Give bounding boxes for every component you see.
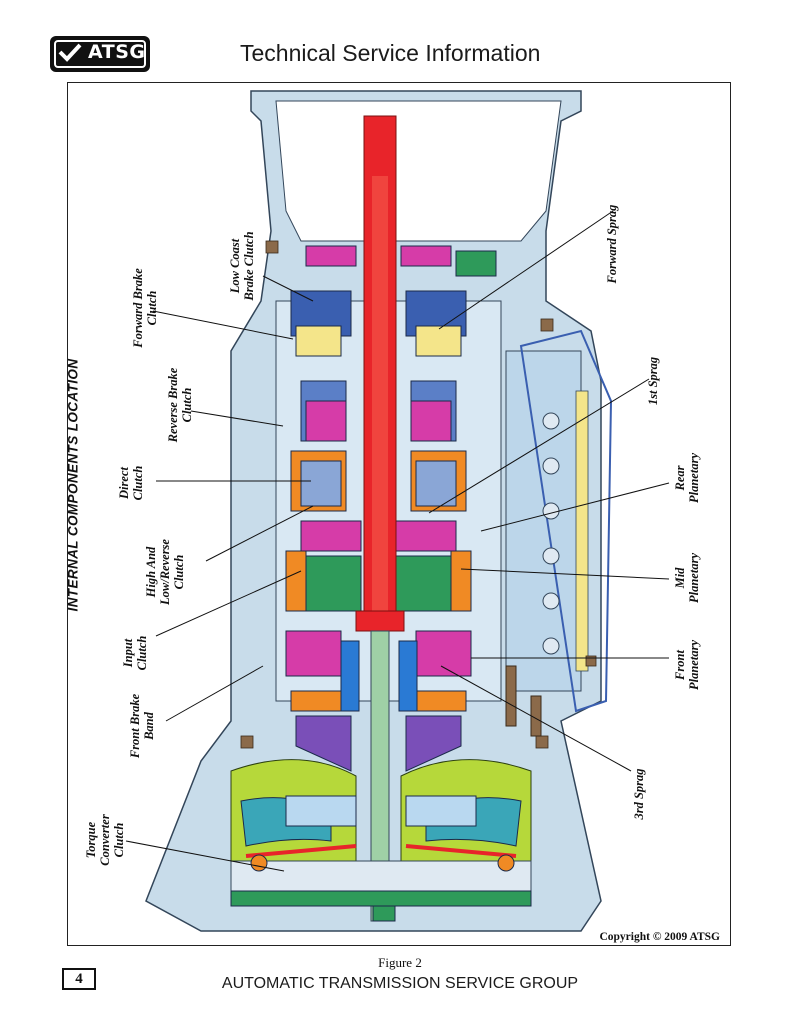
footer-text: AUTOMATIC TRANSMISSION SERVICE GROUP — [221, 975, 579, 992]
figure-frame: INTERNAL COMPONENTS LOCATION Low Coast B… — [65, 82, 731, 946]
checkmark-icon — [58, 43, 82, 62]
label-torque-converter-clutch: Torque Converter Clutch — [84, 814, 126, 866]
label-mid-planetary: Mid Planetary — [673, 553, 701, 603]
label-first-sprag: 1st Sprag — [646, 356, 660, 406]
figure-caption: Figure 2 — [378, 955, 422, 970]
label-third-sprag: 3rd Sprag — [632, 768, 646, 820]
logo-text: ATSG — [88, 41, 146, 63]
label-front-planetary: Front Planetary — [673, 640, 701, 690]
label-direct-clutch: Direct Clutch — [117, 465, 145, 501]
label-rear-planetary: Rear Planetary — [673, 453, 701, 503]
label-low-coast-brake-clutch: Low Coast Brake Clutch — [228, 231, 256, 301]
internal-components-title: INTERNAL COMPONENTS LOCATION — [65, 358, 81, 612]
label-front-brake-band: Front Brake Band — [128, 693, 156, 759]
label-input-clutch: Input Clutch — [121, 635, 149, 671]
page-number: 4 — [62, 968, 96, 990]
label-reverse-brake-clutch: Reverse Brake Clutch — [166, 367, 194, 443]
label-forward-brake-clutch: Forward Brake Clutch — [131, 268, 159, 348]
label-high-low-reverse-clutch: High And Low/Reverse Clutch — [144, 539, 186, 605]
copyright-notice: Copyright © 2009 ATSG — [599, 931, 720, 943]
atsg-logo: ATSG — [50, 36, 150, 72]
page-title: Technical Service Information — [240, 40, 541, 66]
label-forward-sprag: Forward Sprag — [605, 204, 619, 284]
transmission-cutaway-diagram — [125, 90, 670, 932]
